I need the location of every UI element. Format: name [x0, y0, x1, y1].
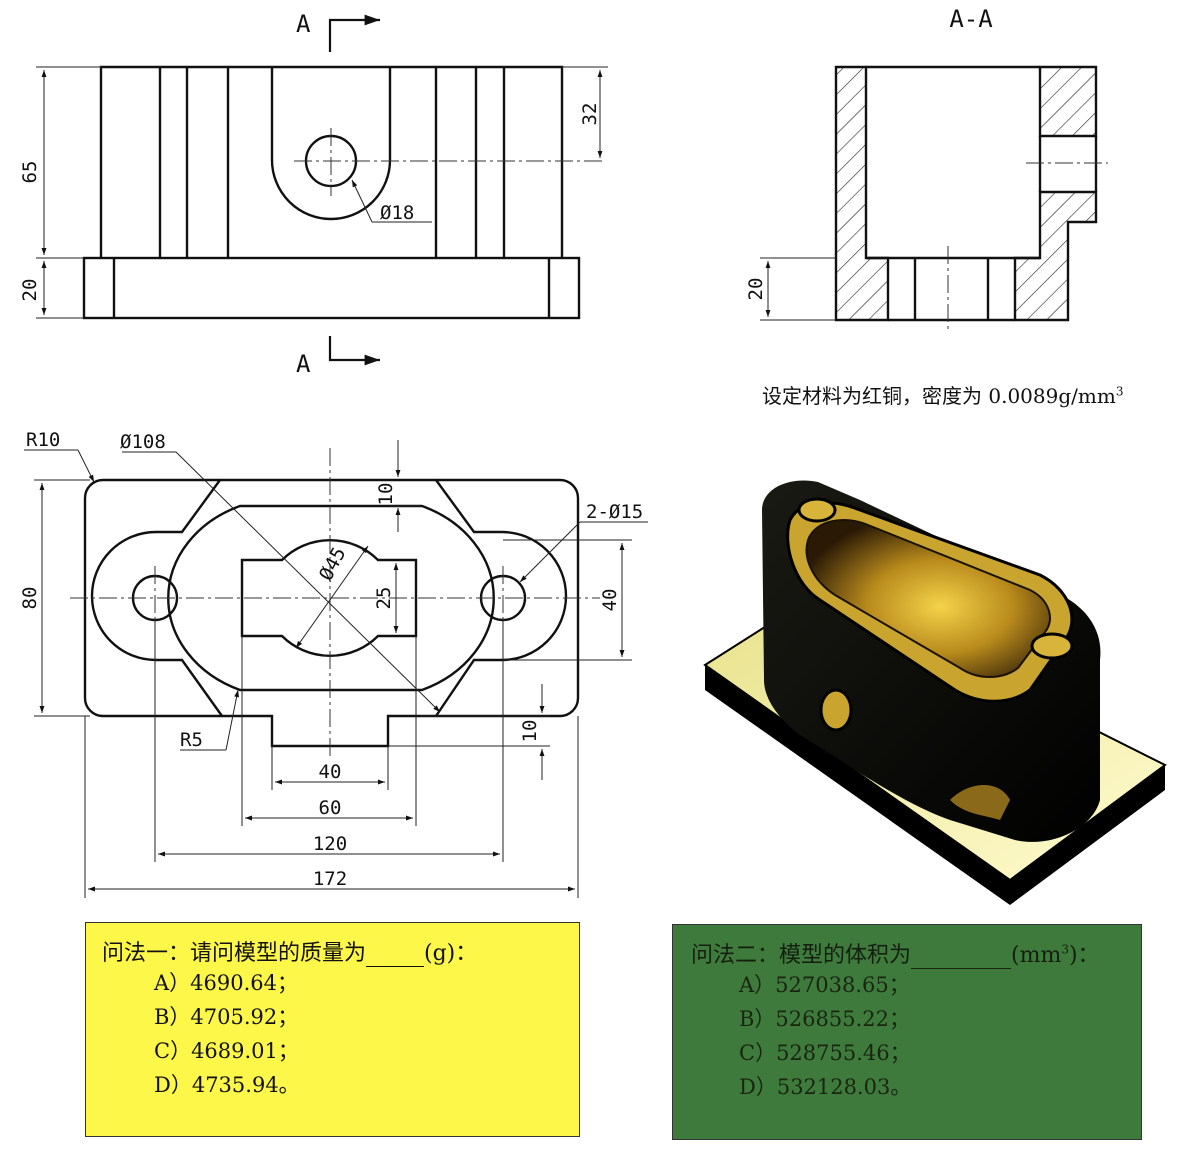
dim-32: 32: [579, 103, 601, 126]
material-text: 设定材料为红铜，密度为 0.0089g/mm: [762, 384, 1116, 408]
question1-prefix: 问法一：请问模型的质量为: [102, 941, 367, 966]
question2-unit-open: (mm: [1011, 943, 1062, 968]
question1-option-b[interactable]: B）4705.92；: [154, 1005, 299, 1029]
dim-hole-18: Ø18: [380, 202, 414, 224]
question1-option-c[interactable]: C）4689.01；: [154, 1039, 299, 1063]
question2-option-b[interactable]: B）526855.22；: [739, 1007, 910, 1031]
question2-title: 问法二：模型的体积为 (mm3)：: [691, 937, 1100, 969]
dim-80: 80: [19, 587, 41, 610]
dim-10-top: 10: [375, 483, 397, 506]
question2-option-a[interactable]: A）527038.65；: [739, 973, 910, 997]
dim-20-section: 20: [745, 278, 767, 301]
dim-r10: R10: [26, 429, 60, 451]
front-view-dimensions: [36, 66, 608, 319]
question2-option-d[interactable]: D）532128.03。: [739, 1075, 912, 1099]
question2-unit-close: )：: [1068, 943, 1100, 968]
material-superscript: 3: [1115, 384, 1124, 399]
front-view-centerlines: [294, 128, 606, 196]
section-arrows: [328, 14, 380, 366]
dim-r5: R5: [180, 729, 203, 751]
question2-option-c[interactable]: C）528755.46；: [739, 1041, 911, 1065]
material-note: 设定材料为红铜，密度为 0.0089g/mm3: [762, 380, 1123, 409]
dim-172: 172: [313, 868, 347, 890]
isometric-render: [703, 480, 1167, 905]
question1-option-a[interactable]: A）4690.64；: [154, 971, 299, 995]
top-view-dimensions: [24, 440, 648, 898]
question2-blank: [911, 950, 1012, 969]
dim-holes-15: 2-Ø15: [586, 501, 643, 523]
dim-60: 60: [319, 797, 342, 819]
dim-40-right: 40: [599, 589, 621, 612]
top-view: [83, 478, 580, 748]
section-letter-top: A: [296, 10, 311, 38]
question1-option-d[interactable]: D）4735.94。: [154, 1073, 300, 1097]
section-view: [760, 65, 1108, 330]
question1-unit: (g)：: [424, 941, 478, 966]
top-view-centerlines: [70, 448, 600, 760]
question2-unit-sup: 3: [1061, 942, 1069, 957]
question1-blank: [366, 948, 425, 967]
dim-40-bottom: 40: [319, 761, 342, 783]
dim-65: 65: [19, 161, 41, 184]
question1-title: 问法一：请问模型的质量为 (g)：: [102, 935, 477, 967]
section-title: A-A: [949, 5, 993, 33]
question2-box: 问法二：模型的体积为 (mm3)： A）527038.65； B）526855.2…: [672, 924, 1142, 1140]
dim-25: 25: [373, 587, 395, 610]
dim-20-front: 20: [19, 279, 41, 302]
dim-120: 120: [313, 833, 347, 855]
section-letter-bottom: A: [296, 350, 311, 378]
dim-10-bottom: 10: [519, 720, 541, 743]
question1-box: 问法一：请问模型的质量为 (g)： A）4690.64； B）4705.92； C…: [85, 922, 580, 1137]
dim-d108: Ø108: [120, 431, 166, 453]
question2-prefix: 问法二：模型的体积为: [691, 943, 912, 968]
